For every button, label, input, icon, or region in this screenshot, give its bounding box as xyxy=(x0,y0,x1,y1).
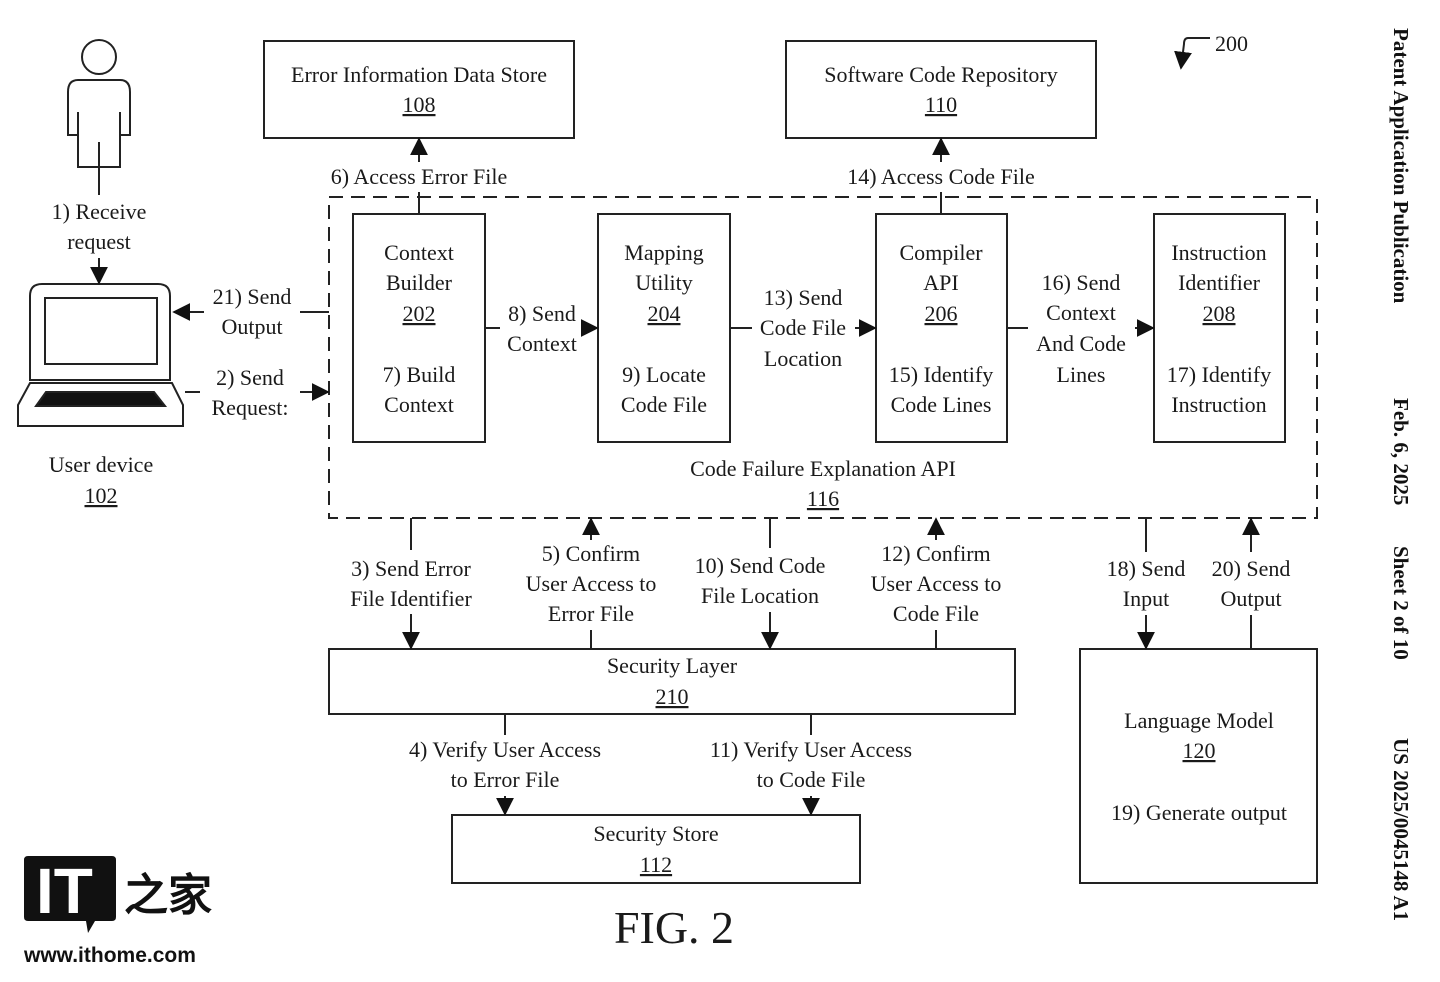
step-4-label-line1: 4) Verify User Access xyxy=(409,737,601,762)
svg-text:IT: IT xyxy=(36,855,93,927)
security-layer-ref: 210 xyxy=(656,684,689,709)
step-8-label-line2: Context xyxy=(507,331,577,356)
step-5-label-line3: Error File xyxy=(548,601,634,626)
step-16-label-line2: Context xyxy=(1046,300,1116,325)
svg-text:之家: 之家 xyxy=(124,870,212,921)
compiler-api: Compiler API 206 15) Identify Code Lines xyxy=(889,240,993,417)
language-model-ref: 120 xyxy=(1183,738,1216,763)
step-1-label-line2: request xyxy=(67,229,131,254)
svg-text:204: 204 xyxy=(648,301,681,326)
ithome-watermark: IT 之家 www.ithome.com xyxy=(23,855,212,967)
error-store-title: Error Information Data Store xyxy=(291,62,547,87)
svg-text:Context: Context xyxy=(384,240,454,265)
svg-text:15) Identify: 15) Identify xyxy=(889,362,993,387)
step-1-label-line1: 1) Receive xyxy=(52,199,147,224)
step-11-label-line1: 11) Verify User Access xyxy=(710,737,912,762)
software-code-repository-box xyxy=(785,40,1097,139)
step-16-label-line3: And Code xyxy=(1036,331,1126,356)
mapping-utility: Mapping Utility 204 9) Locate Code File xyxy=(621,240,707,417)
step-5-label-line1: 5) Confirm xyxy=(542,541,640,566)
publication-date: Feb. 6, 2025 xyxy=(1389,398,1413,505)
step-18-label-line2: Input xyxy=(1123,586,1169,611)
svg-text:206: 206 xyxy=(925,301,958,326)
step-8-label-line1: 8) Send xyxy=(508,301,576,326)
svg-text:Code File: Code File xyxy=(621,392,707,417)
user-device-ref: 102 xyxy=(85,483,118,508)
code-failure-explanation-api-container xyxy=(328,196,1318,519)
cfe-api-ref: 116 xyxy=(807,486,839,511)
language-model-title: Language Model xyxy=(1124,708,1274,733)
user-device-label: User device xyxy=(49,452,153,477)
svg-text:Builder: Builder xyxy=(386,270,453,295)
step-5-label-line2: User Access to xyxy=(526,571,657,596)
code-repo-title: Software Code Repository xyxy=(824,62,1057,87)
step-12-label-line3: Code File xyxy=(893,601,979,626)
svg-text:Context: Context xyxy=(384,392,454,417)
language-model-step: 19) Generate output xyxy=(1111,800,1287,825)
step-21-label-line2: Output xyxy=(221,314,282,339)
step-21-label-line1: 21) Send xyxy=(213,284,292,309)
security-layer-title: Security Layer xyxy=(607,653,738,678)
step-20-label-line2: Output xyxy=(1220,586,1281,611)
svg-text:Code Lines: Code Lines xyxy=(891,392,992,417)
instruction-identifier: Instruction Identifier 208 17) Identify … xyxy=(1167,240,1271,417)
patent-side-header: Patent Application Publication Feb. 6, 2… xyxy=(1389,28,1413,921)
step-13-label-line1: 13) Send xyxy=(764,285,843,310)
watermark-url: www.ithome.com xyxy=(23,944,196,967)
security-store-box xyxy=(451,814,861,884)
step-4-label-line2: to Error File xyxy=(451,767,560,792)
svg-text:Utility: Utility xyxy=(635,270,692,295)
svg-text:Mapping: Mapping xyxy=(624,240,703,265)
step-13-label-line3: Location xyxy=(764,346,842,371)
step-6-label: 6) Access Error File xyxy=(331,164,508,189)
step-18-label-line1: 18) Send xyxy=(1107,556,1186,581)
reference-leader-200 xyxy=(1174,37,1210,70)
step-2-label-line1: 2) Send xyxy=(216,365,284,390)
step-10-label-line2: File Location xyxy=(701,583,819,608)
publication-label: Patent Application Publication xyxy=(1389,28,1413,304)
step-2-label-line2: Request: xyxy=(212,395,289,420)
step-12-label-line2: User Access to xyxy=(871,571,1002,596)
step-3-label-line2: File Identifier xyxy=(350,586,472,611)
laptop-icon xyxy=(17,283,184,427)
security-store-ref: 112 xyxy=(640,852,672,877)
cfe-api-title: Code Failure Explanation API xyxy=(690,456,956,481)
svg-text:Instruction: Instruction xyxy=(1171,240,1266,265)
step-20-label-line1: 20) Send xyxy=(1212,556,1291,581)
user-person-icon xyxy=(67,39,131,195)
svg-text:7) Build: 7) Build xyxy=(383,362,456,387)
step-16-label-line1: 16) Send xyxy=(1042,270,1121,295)
code-repo-ref: 110 xyxy=(925,92,957,117)
svg-text:9) Locate: 9) Locate xyxy=(622,362,706,387)
step-12-label-line1: 12) Confirm xyxy=(881,541,990,566)
svg-text:17) Identify: 17) Identify xyxy=(1167,362,1271,387)
step-3-label-line1: 3) Send Error xyxy=(351,556,471,581)
step-11-label-line2: to Code File xyxy=(757,767,866,792)
language-model-box xyxy=(1079,648,1318,884)
context-builder: Context Builder 202 7) Build Context xyxy=(383,240,456,417)
svg-text:202: 202 xyxy=(403,301,436,326)
figure-caption: FIG. 2 xyxy=(614,902,734,953)
sheet-number: Sheet 2 of 10 xyxy=(1389,546,1413,660)
figure-reference-number: 200 xyxy=(1215,31,1248,56)
svg-text:Instruction: Instruction xyxy=(1171,392,1266,417)
svg-text:Compiler: Compiler xyxy=(899,240,983,265)
step-14-label: 14) Access Code File xyxy=(847,164,1035,189)
security-layer-box xyxy=(328,648,1016,715)
error-store-ref: 108 xyxy=(403,92,436,117)
error-information-data-store-box xyxy=(263,40,575,139)
security-store-title: Security Store xyxy=(593,821,718,846)
svg-text:API: API xyxy=(923,270,958,295)
step-10-label-line1: 10) Send Code xyxy=(695,553,826,578)
step-16-label-line4: Lines xyxy=(1057,362,1106,387)
step-13-label-line2: Code File xyxy=(760,315,846,340)
svg-text:Identifier: Identifier xyxy=(1178,270,1261,295)
publication-number: US 2025/0045148 A1 xyxy=(1389,738,1413,921)
svg-text:208: 208 xyxy=(1203,301,1236,326)
ithome-logo-icon xyxy=(24,856,116,933)
